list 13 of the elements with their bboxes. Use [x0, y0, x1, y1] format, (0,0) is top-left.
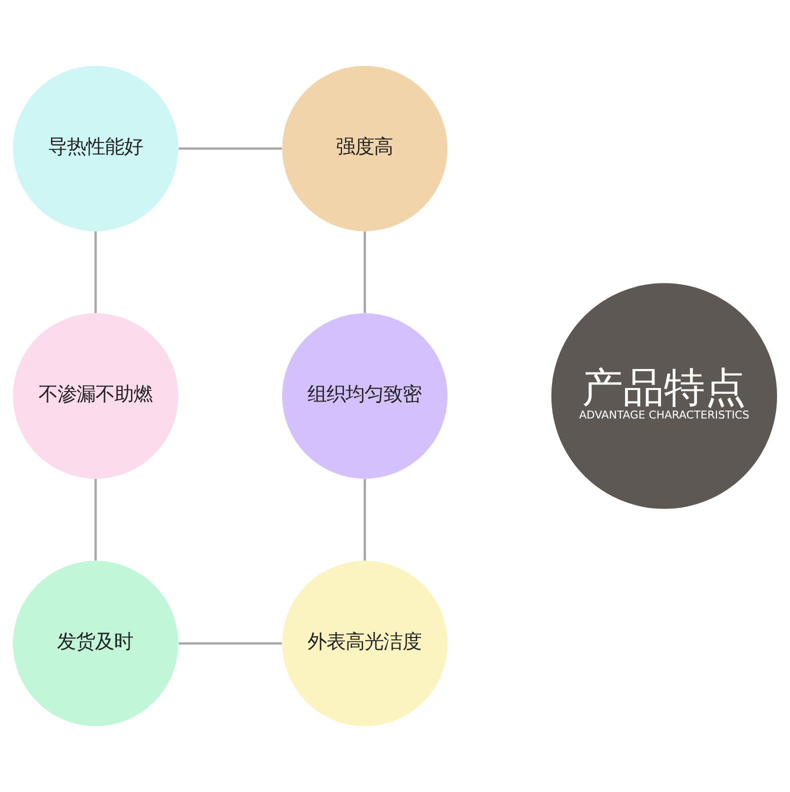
node-circle: 强度高 [282, 66, 448, 232]
connector [178, 147, 282, 150]
node-circle: 导热性能好 [12, 66, 178, 232]
node-circle: 不渗漏不助燃 [12, 313, 178, 479]
node-circle: 外表高光洁度 [282, 560, 448, 726]
node-circle: 产品特点 ADVANTAGE CHARACTERISTICS [551, 283, 778, 509]
connector [94, 231, 97, 314]
node-circle: 发货及时 [12, 560, 178, 726]
connector [364, 478, 366, 561]
connector [178, 642, 282, 645]
connector [94, 478, 97, 561]
node-circle: 组织均匀致密 [282, 313, 448, 479]
connector [364, 231, 366, 314]
